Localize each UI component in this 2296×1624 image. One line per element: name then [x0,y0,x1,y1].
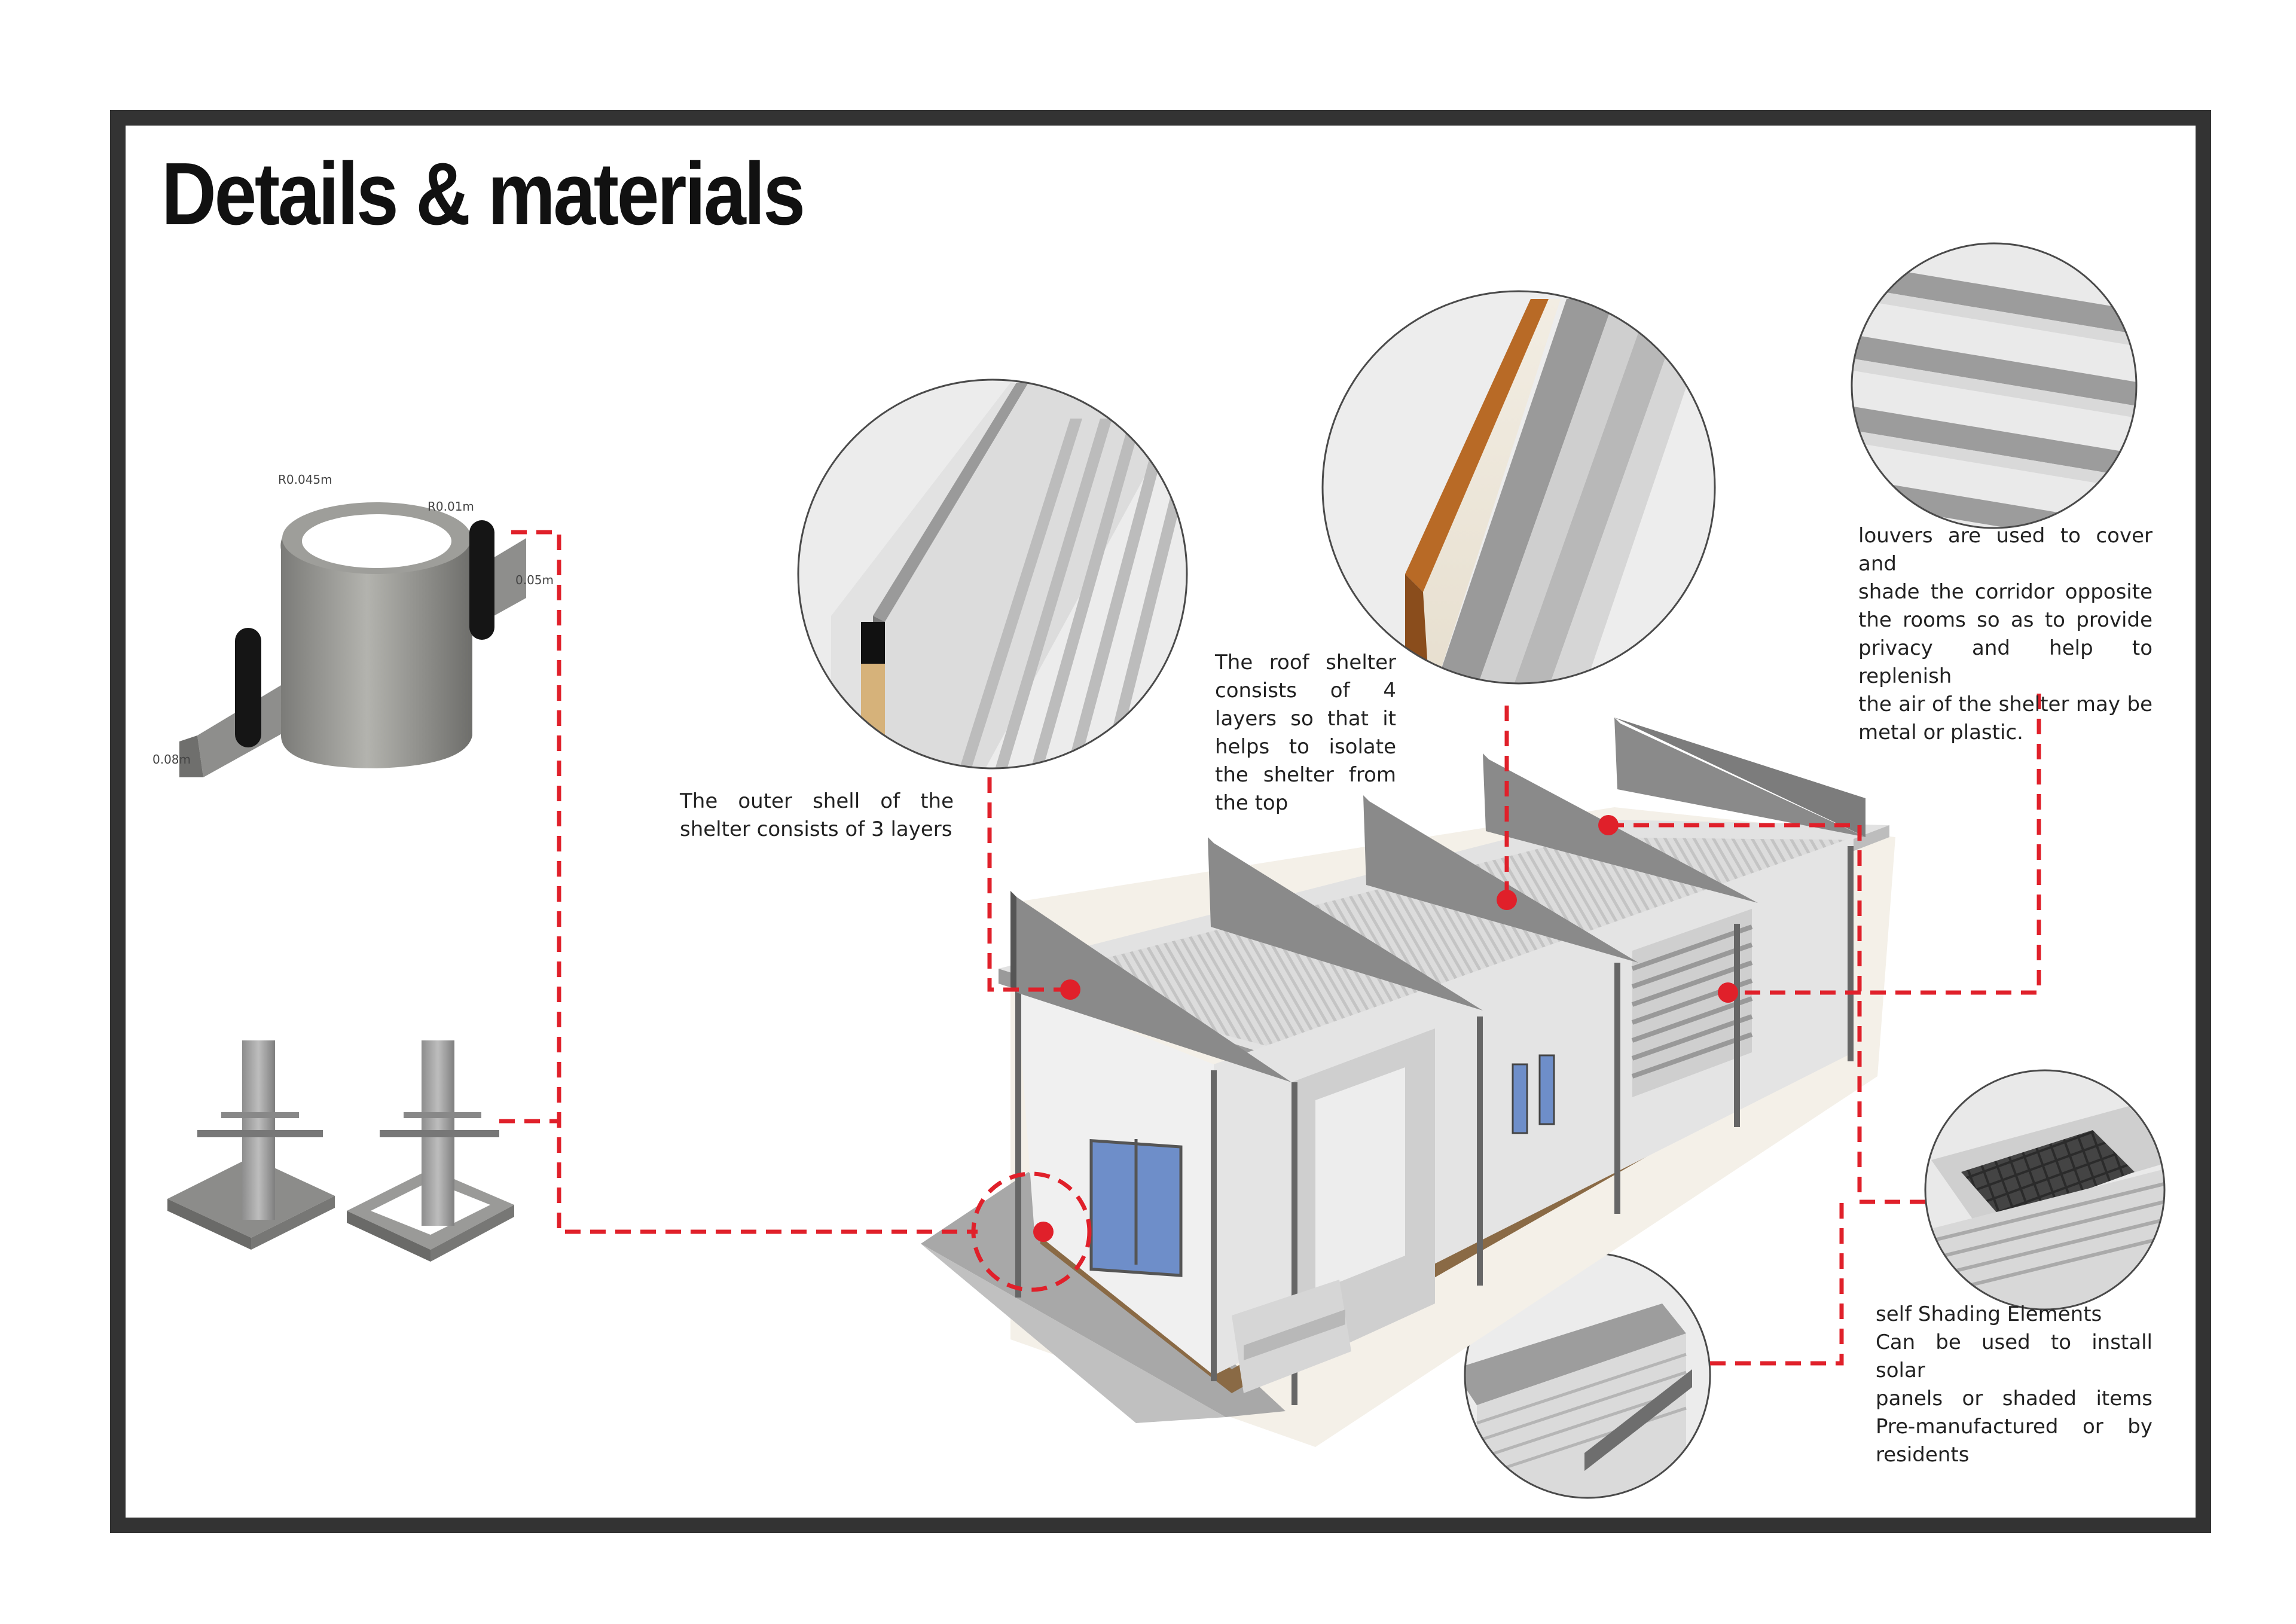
leader-connector [511,530,978,1234]
timber-layer [1405,299,1549,592]
caption-self-shading: self Shading Elements Can be used to ins… [1876,1301,2152,1469]
connector-cylinder [280,511,472,768]
caption-line: consists of 4 [1215,679,1396,703]
roof-zoom [1321,290,1716,685]
leader-louver [1728,694,2041,995]
caption-line: Can be used to install solar [1876,1330,2152,1382]
caption-line: helps to isolate [1215,735,1396,759]
footing-details [167,1040,514,1262]
caption-line: shade the corridor opposite [1858,580,2152,604]
leader-fin [1608,823,1862,1202]
caption-line: The outer shell of the [680,789,954,813]
outer-shell-zoom [797,378,1188,770]
solar-panel-zoom [1924,1069,2166,1311]
connector-rod-left [235,628,261,747]
caption-line: shelter consists of 3 layers [680,817,952,841]
caption-louvers: louvers are used to cover and shade the … [1858,522,2152,747]
louver-zoom [1851,242,2138,529]
corrugated-roof [1016,837,1871,1052]
page-title: Details & materials [161,145,805,243]
dim-outer-radius: R0.045m [278,472,332,487]
caption-outer-shell: The outer shell of the shelter consists … [680,787,954,844]
caption-line: self Shading Elements [1876,1302,2102,1326]
side-window-2 [1538,1054,1555,1125]
leader-lines [499,530,2041,1366]
caption-line: residents [1876,1443,1970,1467]
dim-inner-radius: R0.01m [428,499,474,514]
caption-roof: The roof shelter consists of 4 layers so… [1215,649,1396,817]
caption-line: louvers are used to cover and [1858,524,2152,576]
caption-line: the top [1215,791,1289,815]
dim-bar-width: 0.08m [152,752,191,767]
shading-element-zoom [1464,1251,1711,1499]
side-window-1 [1512,1063,1528,1134]
caption-line: the rooms so as to provide [1858,608,2152,632]
caption-line: metal or plastic. [1858,721,2023,744]
dim-bar-height: 0.05m [515,573,554,587]
footing-callout-circle [971,1171,1092,1292]
caption-line: the shelter from [1215,763,1396,787]
caption-line: Pre-manufactured or by [1876,1415,2152,1439]
connector-detail [179,502,526,777]
connector-rod-right [469,520,494,640]
caption-line: The roof shelter [1215,651,1396,674]
caption-line: the air of the shelter may be [1858,692,2152,716]
solar-panel [1961,1130,2135,1220]
leader-markers [1033,815,1738,1242]
caption-line: panels or shaded items [1876,1387,2152,1411]
caption-line: layers so that it [1215,707,1396,731]
shelter-model [921,718,1895,1447]
leader-outer-shell [987,777,1070,992]
leader-shading [1710,1202,1844,1366]
caption-line: privacy and help to replenish [1858,636,2152,688]
